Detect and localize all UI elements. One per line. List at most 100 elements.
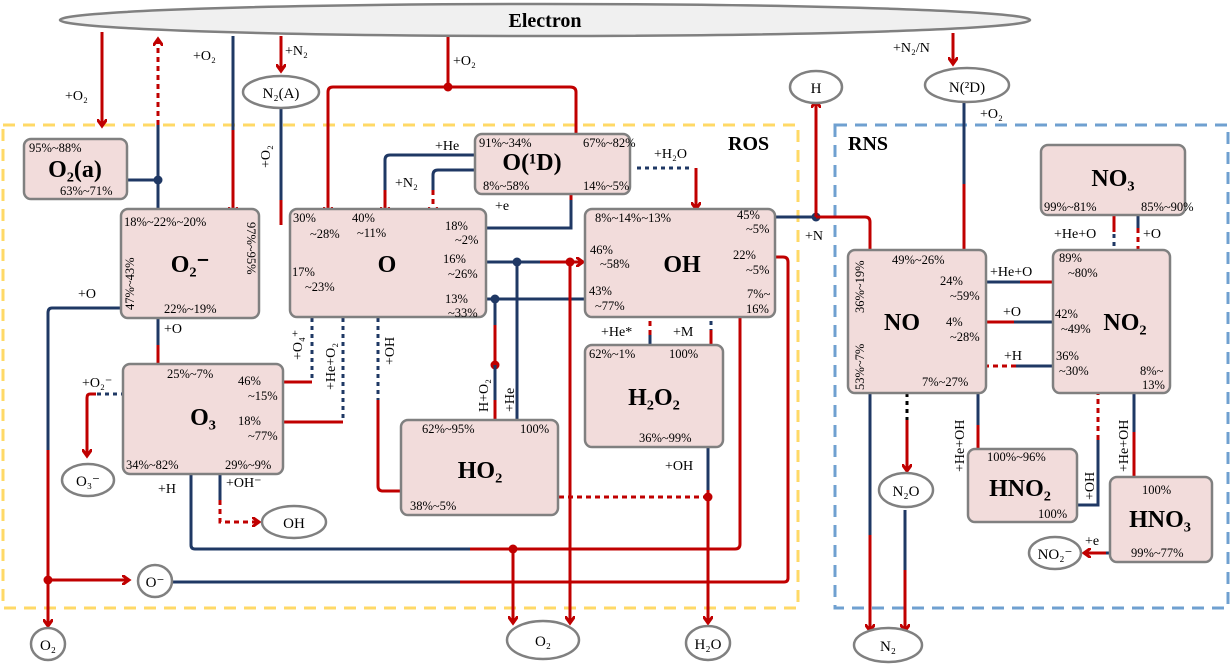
- svg-text:+N₂: +N₂: [285, 44, 308, 59]
- line-o-e: [475, 200, 573, 230]
- svg-text:46%: 46%: [590, 243, 613, 257]
- svg-text:7%~27%: 7%~27%: [922, 375, 968, 389]
- svg-text:+OH: +OH: [383, 337, 398, 365]
- oval-n2: N₂: [852, 626, 924, 664]
- svg-text:OH: OH: [283, 516, 305, 532]
- oval-n2d: N(²D): [923, 66, 1011, 104]
- svg-text:+He+O: +He+O: [1054, 227, 1096, 242]
- svg-text:+O₂⁻: +O₂⁻: [82, 376, 112, 391]
- svg-text:+He: +He: [503, 388, 518, 412]
- svg-text:O₂: O₂: [535, 634, 551, 650]
- rns-label: RNS: [848, 133, 888, 155]
- arrow-electron-o1d: [448, 85, 576, 148]
- svg-text:42%: 42%: [1055, 307, 1078, 321]
- svg-text:~28%: ~28%: [310, 227, 340, 241]
- svg-text:~49%: ~49%: [1061, 322, 1091, 336]
- svg-text:~5%: ~5%: [746, 263, 769, 277]
- svg-text:+N: +N: [805, 229, 823, 244]
- svg-text:36%~99%: 36%~99%: [639, 431, 692, 445]
- oval-n2a: N₂(A): [241, 74, 321, 110]
- svg-text:17%: 17%: [292, 265, 315, 279]
- svg-text:34%~82%: 34%~82%: [126, 458, 179, 472]
- svg-text:14%~5%: 14%~5%: [583, 179, 629, 193]
- svg-text:+O: +O: [1143, 227, 1161, 242]
- oval-no2-minus: NO₂⁻: [1027, 535, 1083, 571]
- svg-text:62%~1%: 62%~1%: [589, 347, 635, 361]
- species-o1d: O(¹D) 91%~34% 67%~82% 8%~58% 14%~5%: [473, 132, 636, 196]
- line-o1d-n2: [431, 168, 487, 190]
- species-no2: NO₂ 89% ~80% 42% ~49% 36% ~30% 8%~ 13%: [1051, 248, 1172, 395]
- svg-text:+OH⁻: +OH⁻: [226, 476, 262, 491]
- oval-o2-mid: O₂: [505, 619, 581, 661]
- svg-text:O(¹D): O(¹D): [502, 150, 561, 176]
- svg-text:100%: 100%: [1142, 483, 1171, 497]
- svg-text:30%: 30%: [293, 211, 316, 225]
- svg-text:~26%: ~26%: [448, 267, 478, 281]
- svg-text:+He*: +He*: [601, 325, 632, 340]
- rns-region: [833, 123, 1230, 610]
- svg-text:~59%: ~59%: [950, 289, 980, 303]
- svg-text:+e: +e: [1085, 534, 1099, 549]
- svg-text:46%: 46%: [238, 374, 261, 388]
- svg-text:N₂: N₂: [880, 639, 896, 655]
- connections: [44, 32, 1139, 630]
- svg-text:85%~90%: 85%~90%: [1141, 200, 1194, 214]
- svg-text:13%: 13%: [445, 292, 468, 306]
- svg-text:40%: 40%: [352, 211, 375, 225]
- svg-text:+N₂/N: +N₂/N: [893, 41, 930, 56]
- svg-text:+He+OH: +He+OH: [953, 420, 968, 472]
- svg-text:63%~71%: 63%~71%: [60, 184, 113, 198]
- svg-text:~23%: ~23%: [305, 280, 335, 294]
- species-no: NO 49%~26% 24% ~59% 4% ~28% 36%~19% 53%~…: [846, 248, 988, 395]
- svg-text:H: H: [811, 81, 822, 97]
- svg-text:24%: 24%: [940, 274, 963, 288]
- svg-text:+He+O₂: +He+O₂: [324, 343, 339, 390]
- oval-h2o: H₂O: [684, 624, 732, 662]
- svg-text:~30%: ~30%: [1059, 364, 1089, 378]
- svg-text:+O: +O: [1003, 305, 1021, 320]
- electron-label: Electron: [509, 10, 582, 32]
- svg-text:O⁻: O⁻: [146, 575, 165, 591]
- svg-text:100%: 100%: [520, 422, 549, 436]
- svg-text:+O₂: +O₂: [193, 49, 216, 64]
- svg-text:36%~19%: 36%~19%: [853, 260, 867, 313]
- svg-text:100%: 100%: [669, 347, 698, 361]
- svg-text:N₂O: N₂O: [893, 484, 920, 500]
- svg-text:62%~95%: 62%~95%: [422, 422, 475, 436]
- svg-text:+OH: +OH: [1083, 472, 1098, 500]
- svg-text:NO₂⁻: NO₂⁻: [1038, 547, 1073, 563]
- svg-text:8%~: 8%~: [1140, 364, 1164, 378]
- svg-text:N(²D): N(²D): [949, 80, 985, 96]
- svg-text:+O₂: +O₂: [453, 54, 476, 69]
- svg-text:38%~5%: 38%~5%: [410, 499, 456, 513]
- oval-oh: OH: [260, 504, 328, 540]
- species-o3: O₃ 25%~7% 46% ~15% 18% ~77% 34%~82% 29%~…: [121, 362, 285, 476]
- svg-text:~58%: ~58%: [600, 257, 630, 271]
- electron-source: [58, 2, 1032, 38]
- svg-text:+O: +O: [78, 287, 96, 302]
- svg-text:18%~22%~20%: 18%~22%~20%: [124, 215, 206, 229]
- svg-text:+O₂: +O₂: [259, 145, 274, 168]
- svg-text:43%: 43%: [589, 284, 612, 298]
- species-oh: OH 8%~14%~13% 45% ~5% 46% ~58% 22% ~5% 4…: [583, 207, 777, 319]
- svg-text:O₃: O₃: [190, 405, 216, 431]
- svg-text:~11%: ~11%: [357, 226, 386, 240]
- svg-text:100%~96%: 100%~96%: [987, 450, 1046, 464]
- svg-text:25%~7%: 25%~7%: [167, 367, 213, 381]
- svg-text:100%: 100%: [1038, 507, 1067, 521]
- svg-text:97%~95%: 97%~95%: [244, 222, 258, 275]
- svg-text:67%~82%: 67%~82%: [583, 136, 636, 150]
- svg-text:+He+OH: +He+OH: [1117, 420, 1132, 472]
- svg-text:16%: 16%: [443, 252, 466, 266]
- svg-text:99%~81%: 99%~81%: [1044, 200, 1097, 214]
- svg-text:NO₃: NO₃: [1091, 166, 1134, 192]
- oval-n2o: N₂O: [877, 471, 935, 509]
- svg-text:53%~7%: 53%~7%: [853, 344, 867, 390]
- species-o2-minus: O₂⁻ 18%~22%~20% 97%~95% 47%~43% 22%~19%: [119, 207, 261, 320]
- svg-text:HO₂: HO₂: [458, 458, 503, 484]
- svg-text:~2%: ~2%: [455, 233, 478, 247]
- svg-text:H₂O: H₂O: [695, 637, 722, 653]
- svg-text:HNO₂: HNO₂: [989, 476, 1051, 502]
- svg-text:N₂(A): N₂(A): [263, 86, 300, 102]
- svg-text:~77%: ~77%: [595, 299, 625, 313]
